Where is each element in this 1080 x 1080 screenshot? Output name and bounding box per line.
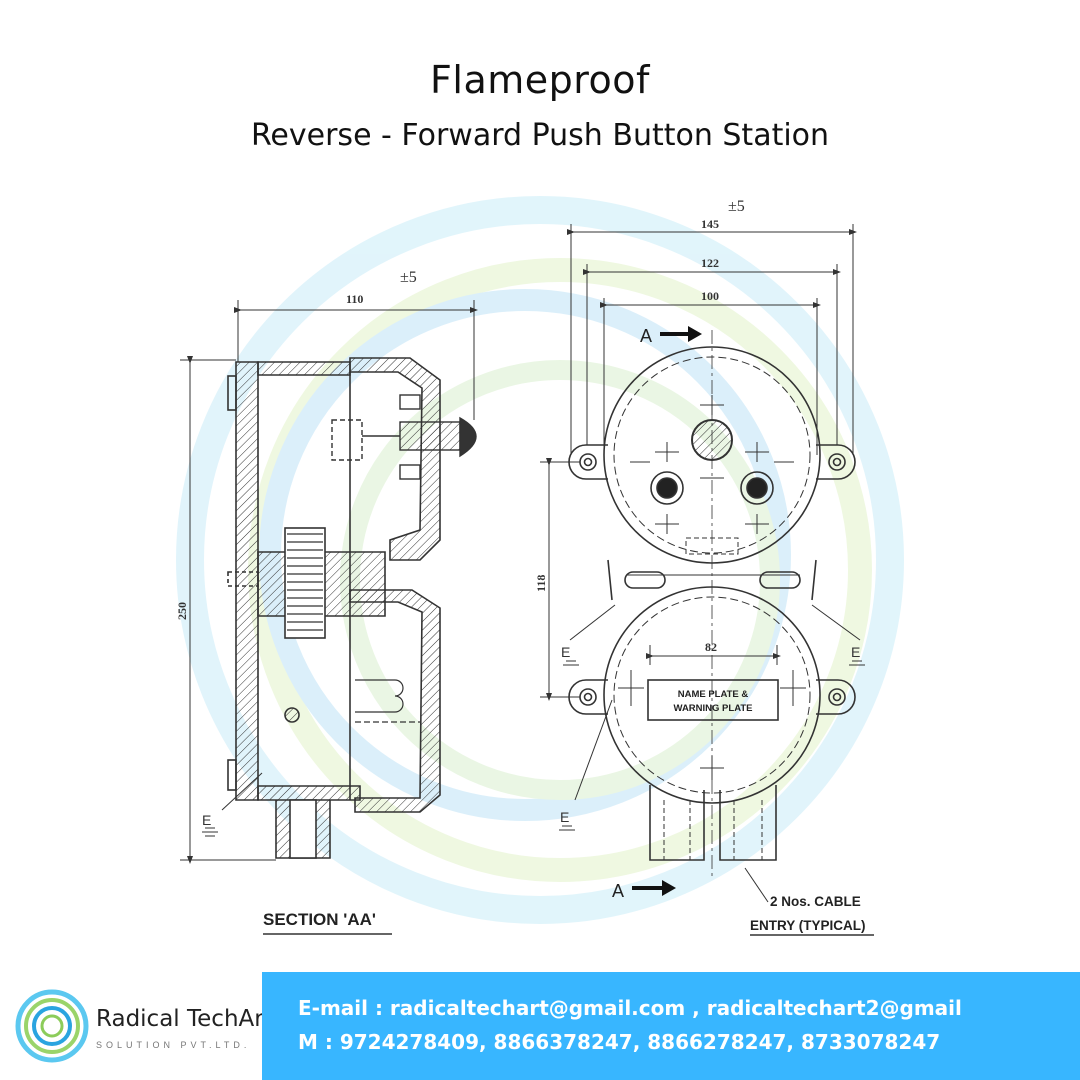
cable-entry-line2: ENTRY (TYPICAL) [750, 918, 866, 933]
cable-entry-line1: 2 Nos. CABLE [770, 894, 861, 909]
earth-stud-circle [284, 707, 300, 723]
section-label: SECTION 'AA' [263, 910, 376, 929]
name-plate [647, 679, 779, 721]
earth-label-bottom: E [560, 809, 569, 825]
brand-logo-icon [15, 989, 89, 1063]
terminal-block [355, 679, 420, 723]
neck [607, 559, 817, 601]
section-marker-bottom: A [612, 881, 624, 901]
section-tolerance: ±5 [400, 269, 417, 286]
brand-name: Radical TechArt [96, 1006, 273, 1032]
bottom-wall [257, 785, 361, 801]
name-plate-line2: WARNING PLATE [674, 703, 753, 714]
push-button [331, 394, 477, 480]
phone-text: M : 9724278409, 8866378247, 8866278247, … [298, 1030, 941, 1054]
section-arrow-bottom [632, 880, 676, 896]
name-plate-line1: NAME PLATE & [678, 689, 749, 700]
dim-118: 118 [534, 575, 548, 592]
brand-tagline: SOLUTION PVT.LTD. [96, 1040, 251, 1050]
section-width-dim: 110 [346, 292, 363, 306]
upper-cover [349, 357, 441, 561]
screw-marks [618, 395, 806, 780]
section-arrow-top [660, 326, 702, 342]
front-tolerance: ±5 [728, 198, 745, 215]
section-dimensions [180, 300, 478, 935]
contact-block [287, 533, 323, 631]
earth-label-left: E [561, 644, 570, 660]
front-view [568, 330, 856, 880]
dim-82: 82 [705, 640, 717, 654]
lower-cover [349, 589, 441, 813]
dim-100: 100 [701, 289, 719, 303]
email-text: E-mail : radicaltechart@gmail.com , radi… [298, 996, 962, 1020]
section-marker-top: A [640, 326, 652, 346]
back-plate [235, 361, 259, 801]
dim-145: 145 [701, 217, 719, 231]
cable-entries [649, 785, 777, 861]
brand-area [0, 972, 262, 1080]
section-height-dim: 250 [175, 602, 189, 620]
section-view [227, 357, 477, 859]
contact-bar: E-mail : radicaltechart@gmail.com , radi… [262, 972, 1080, 1080]
front-dimensions [540, 224, 874, 936]
technical-drawing: ±5 110 250 E SECTION 'AA' [175, 196, 904, 936]
earth-label-right: E [851, 644, 860, 660]
top-wall [257, 361, 351, 376]
page-subtitle: Reverse - Forward Push Button Station [250, 118, 830, 153]
dim-122: 122 [701, 256, 719, 270]
page-title: Flameproof [430, 58, 650, 102]
section-earth-label: E [202, 812, 211, 828]
